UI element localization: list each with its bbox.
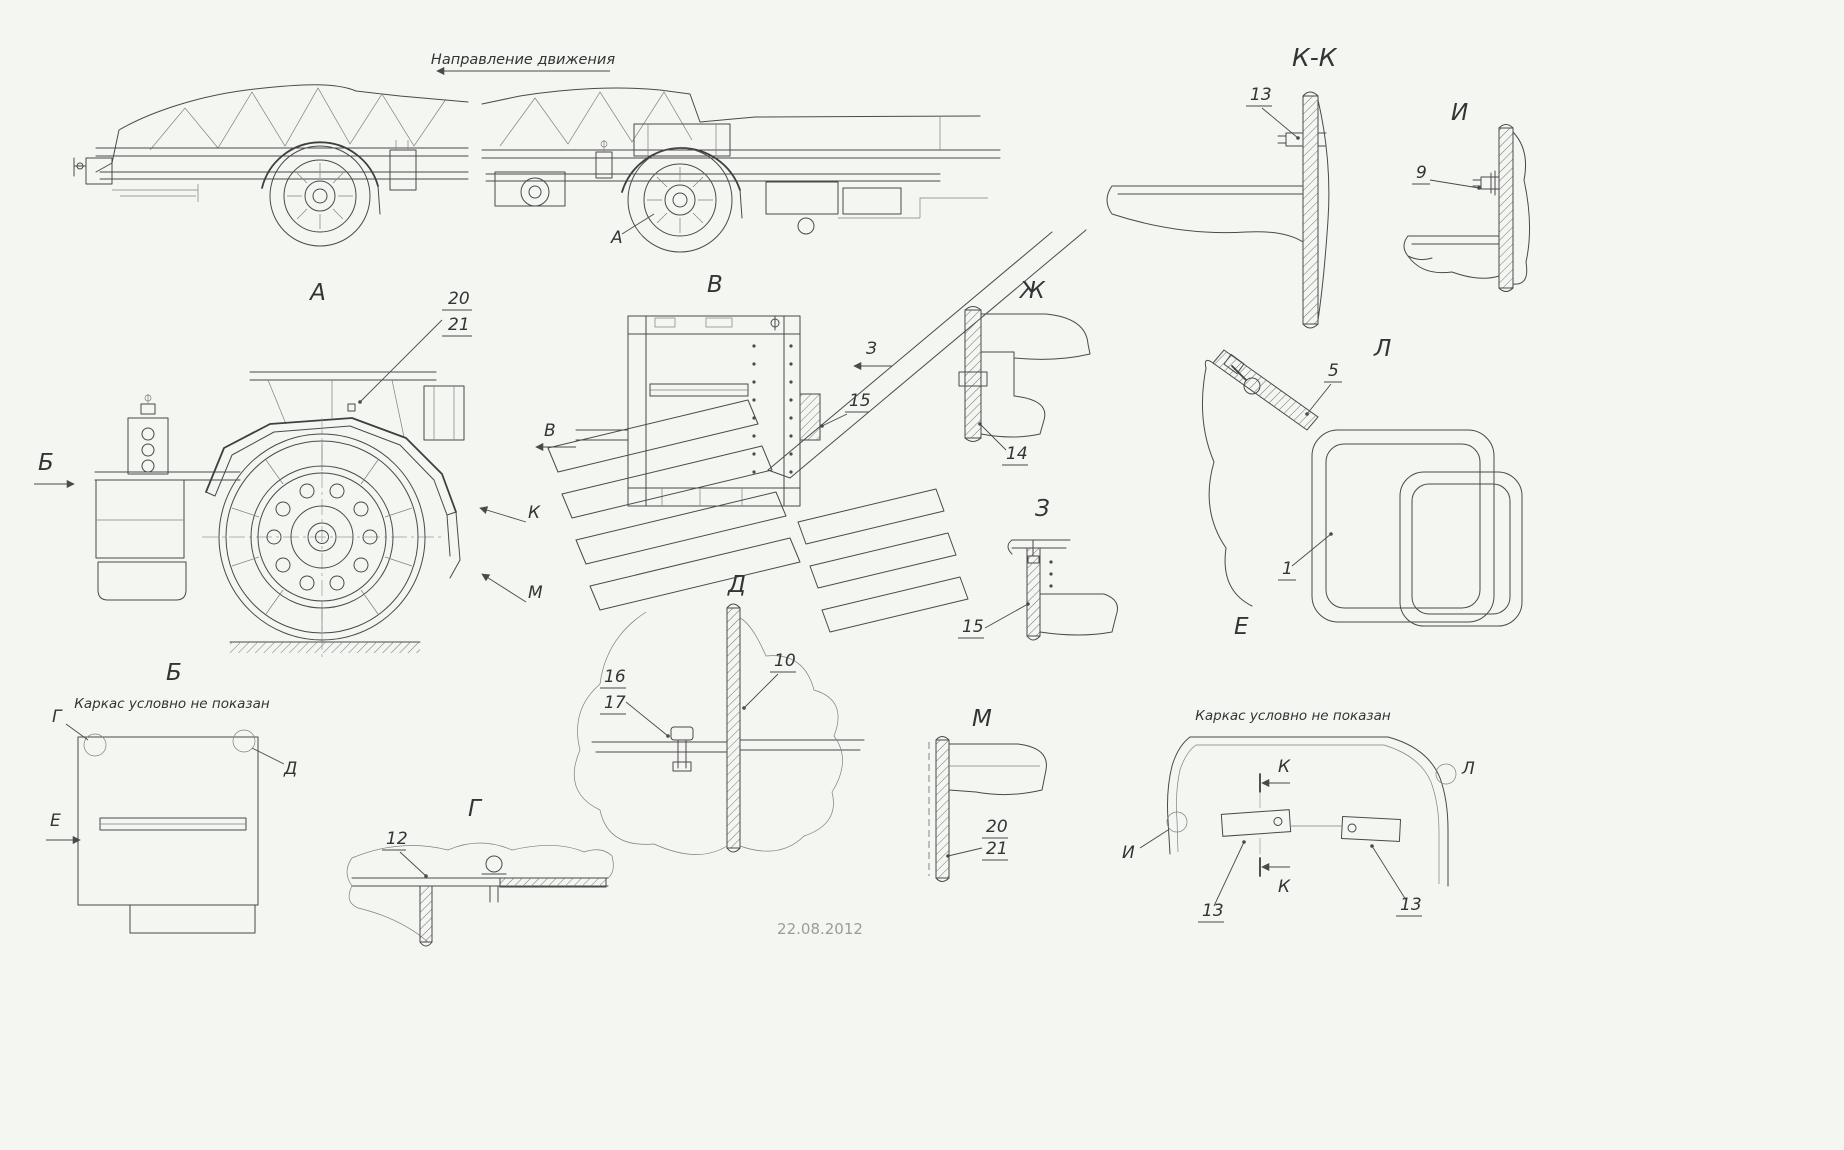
section-mark-k-top: К	[1278, 757, 1291, 777]
callout-13a: 13	[1250, 85, 1272, 105]
view-b-bottom-title: Б	[166, 660, 182, 686]
drawing-date: 22.08.2012	[777, 920, 863, 938]
callout-12: 12	[386, 829, 408, 849]
callout-17: 17	[604, 693, 626, 713]
section-view-kk: К-К 13	[1106, 43, 1338, 329]
detail-view-z: З 15	[958, 496, 1118, 641]
view-g-title: Г	[468, 796, 483, 822]
callout-15a: 15	[849, 391, 871, 411]
view-arrow-b: Б	[34, 450, 75, 489]
view-v-title: В	[707, 272, 723, 298]
frame-note-left: Каркас условно не показан	[74, 696, 270, 712]
detail-view-b-large: 20 21 К М	[94, 289, 543, 660]
view-m-title: М	[972, 706, 992, 732]
callout-a: А	[610, 228, 623, 248]
detail-view-g: Г 12	[346, 796, 614, 947]
detail-view-b-bottom: Б Каркас условно не показан Г Д Е	[46, 660, 297, 934]
view-l-title: Л	[1373, 336, 1391, 362]
callout-9: 9	[1416, 163, 1427, 183]
detail-view-i: И 9	[1403, 100, 1531, 292]
direction-arrow: Направление движения	[431, 52, 615, 76]
view-arrow-v-label: В	[544, 421, 556, 441]
callout-l: Л	[1461, 759, 1475, 779]
vehicle-side-view-1: А	[73, 84, 469, 306]
callout-d: Д	[283, 759, 297, 779]
callout-1: 1	[1282, 559, 1293, 579]
view-zh-title: Ж	[1018, 278, 1046, 304]
view-i-title: И	[1451, 100, 1468, 126]
callout-16: 16	[604, 667, 626, 687]
flag-k: К	[528, 503, 541, 523]
callout-20: 20	[448, 289, 470, 309]
detail-view-m: М 20 21	[928, 706, 1047, 882]
callout-10: 10	[774, 651, 796, 671]
view-z-title: З	[1035, 496, 1050, 522]
callout-g: Г	[52, 707, 63, 727]
callout-i: И	[1122, 843, 1135, 863]
vehicle-side-view-2: А	[481, 87, 1001, 253]
view-arrow-b-label: Б	[38, 450, 54, 476]
view-d-title: Д	[727, 572, 746, 598]
view-arrow-e-label: Е	[50, 811, 61, 831]
view-a-title: А	[308, 280, 326, 306]
detail-view-zh: Ж 14	[958, 278, 1091, 466]
callout-21: 21	[448, 315, 470, 335]
detail-view-d: Д 16 17 10	[573, 572, 865, 855]
section-kk-title: К-К	[1292, 43, 1338, 72]
callout-13b: 13	[1202, 901, 1224, 921]
detail-view-v: В В З 15	[535, 272, 892, 507]
callout-14: 14	[1006, 444, 1028, 464]
direction-label: Направление движения	[431, 52, 615, 68]
flag-m: М	[528, 583, 543, 603]
section-mark-k-bottom: К	[1278, 877, 1291, 897]
frame-note-right: Каркас условно не показан	[1195, 708, 1391, 724]
view-arrow-z-label: З	[866, 339, 877, 359]
callout-15b: 15	[962, 617, 984, 637]
callout-5: 5	[1328, 361, 1339, 381]
leader-band-pattern	[547, 229, 1087, 633]
view-e-title: Е	[1234, 614, 1249, 640]
detail-view-l: Л 5 1 Е	[1201, 336, 1523, 640]
callout-20b: 20	[986, 817, 1008, 837]
detail-view-fender-rear: Каркас условно не показан К К И Л 13 13	[1122, 708, 1475, 923]
callout-13c: 13	[1400, 895, 1422, 915]
callout-21b: 21	[986, 839, 1008, 859]
